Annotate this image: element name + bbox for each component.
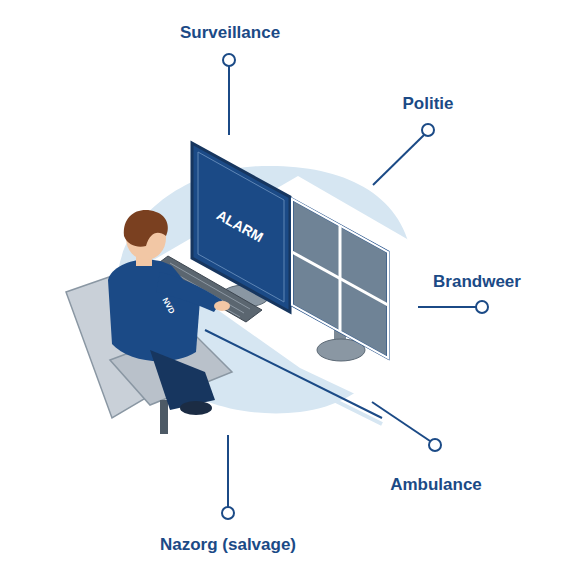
person-hair bbox=[124, 210, 168, 247]
leader-line bbox=[418, 306, 476, 308]
chair-leg bbox=[160, 400, 168, 434]
leader-dot bbox=[476, 301, 488, 313]
label-text: Nazorg (salvage) bbox=[160, 536, 296, 553]
person-legs bbox=[150, 350, 215, 410]
desk-edge-shadow bbox=[205, 336, 382, 424]
label-text: Surveillance bbox=[180, 24, 280, 41]
leader-dot bbox=[222, 507, 234, 519]
label-text: Politie bbox=[402, 95, 453, 112]
leader-line bbox=[372, 402, 430, 441]
person-hand bbox=[214, 301, 230, 311]
label-text: Brandweer bbox=[433, 273, 521, 290]
person-shoe bbox=[180, 401, 212, 415]
label-text: Ambulance bbox=[390, 476, 482, 493]
monitor-bezel bbox=[198, 152, 284, 302]
leader-line bbox=[373, 135, 424, 185]
grid-line bbox=[292, 252, 388, 305]
leader-dot bbox=[429, 439, 441, 451]
grid-frame bbox=[292, 199, 388, 358]
leader-dot bbox=[223, 54, 235, 66]
desk-edge bbox=[205, 330, 382, 418]
leader-dot bbox=[422, 124, 434, 136]
leader-line bbox=[228, 66, 230, 135]
person-torso bbox=[108, 259, 200, 361]
leader-line bbox=[227, 435, 229, 507]
camera-monitor bbox=[292, 199, 388, 358]
